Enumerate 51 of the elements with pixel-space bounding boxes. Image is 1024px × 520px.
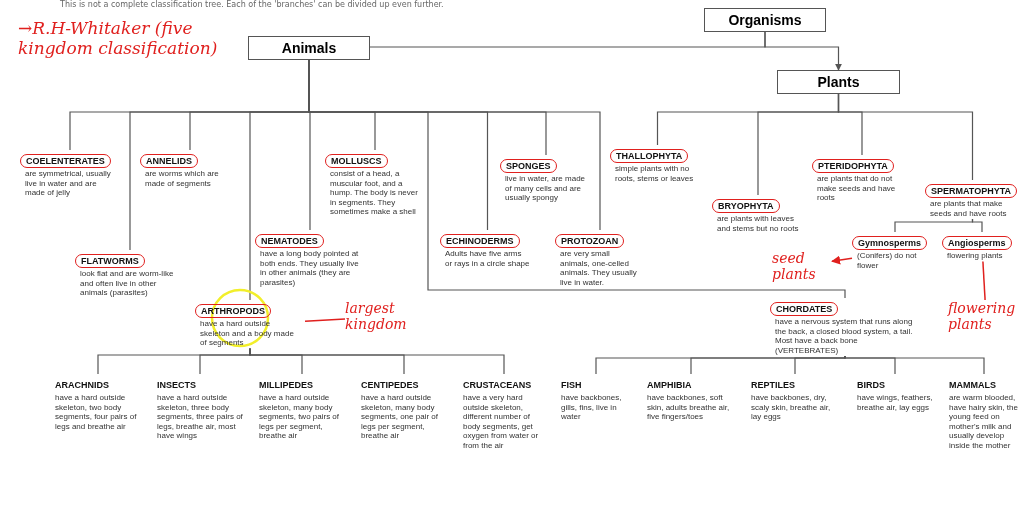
group-description: have wings, feathers, breathe air, lay eggs bbox=[856, 392, 934, 413]
category-box: Animals bbox=[248, 36, 370, 60]
group-name: REPTILES bbox=[750, 379, 796, 391]
group-description: have backbones, gills, fins, live in water bbox=[560, 392, 623, 423]
group-name: CRUSTACEANS bbox=[462, 379, 533, 391]
group-description: are warm blooded, have hairy skin, the young feed on mother's milk and usually develop inside the mother bbox=[948, 392, 1019, 451]
handwritten-note: largest kingdom bbox=[345, 300, 460, 332]
group-description: have a hard outside skeleton, many body segments, two pairs of legs per segment, breathe air bbox=[258, 392, 341, 442]
tree-connector bbox=[971, 218, 983, 233]
tree-connector bbox=[764, 31, 843, 71]
group-description: have backbones, soft skin, adults breathe air, five fingers/toes bbox=[646, 392, 731, 423]
tree-connector bbox=[894, 218, 974, 233]
handwritten-note: seed plants bbox=[772, 250, 832, 282]
group-description: are plants with leaves and stems but no roots bbox=[716, 213, 800, 234]
group-name: MAMMALS bbox=[948, 379, 997, 391]
group-description: look flat and are worm-like and often live in other animals (parasites) bbox=[79, 268, 175, 299]
group-name: BIRDS bbox=[856, 379, 886, 391]
group-description: Adults have five arms or rays in a circle shape bbox=[444, 248, 531, 269]
group-description: are plants that do not make seeds and have roots bbox=[816, 173, 897, 204]
pointer-line bbox=[831, 255, 853, 265]
group-description: have a hard outside skeleton, three body segments, three pairs of legs, breathe air, most have wings bbox=[156, 392, 244, 442]
category-box: Organisms bbox=[704, 8, 826, 32]
group-description: flowering plants bbox=[946, 250, 1004, 262]
group-description: have a hard outside skeleton, two body segments, four pairs of legs and breathe air bbox=[54, 392, 138, 432]
handwritten-note: flowering plants bbox=[948, 300, 1024, 332]
group-name: AMPHIBIA bbox=[646, 379, 693, 391]
group-description: have a hard outside skeleton, many body segments, one pair of legs per segment, breathe air bbox=[360, 392, 439, 442]
group-description: consist of a head, a muscular foot, and a hump. The body is never in segments. They sometimes make a shell bbox=[329, 168, 419, 218]
tree-connector bbox=[844, 355, 985, 375]
tree-connector bbox=[249, 347, 505, 375]
handwritten-note: →R.H-Whitaker (five kingdom classification) bbox=[18, 18, 219, 58]
group-name: CENTIPEDES bbox=[360, 379, 420, 391]
group-name: FISH bbox=[560, 379, 583, 391]
group-description: have a long body pointed at both ends. They usually live in other animals (they are parasites) bbox=[259, 248, 360, 288]
group-description: are very small animals, one-celled animals. They usually live in water. bbox=[559, 248, 638, 288]
group-description: are worms which are made of segments bbox=[144, 168, 220, 189]
group-description: have backbones, dry, scaly skin, breathe air, lay eggs bbox=[750, 392, 832, 423]
tree-connector bbox=[794, 355, 846, 375]
group-description: have a nervous system that runs along the back, a closed blood system, a tail. Most have a back bone (VERTEBRATES) bbox=[774, 316, 914, 356]
group-description: simple plants with no roots, stems or leaves bbox=[614, 163, 695, 184]
group-description: have a very hard outside skeleton, different number of body segments, get oxygen from water or from the air bbox=[462, 392, 540, 451]
group-description: (Conifers) do not flower bbox=[856, 250, 918, 271]
group-name: INSECTS bbox=[156, 379, 197, 391]
group-name: MILLIPEDES bbox=[258, 379, 314, 391]
tree-connector bbox=[837, 93, 974, 181]
category-box: Plants bbox=[777, 70, 900, 94]
group-description: live in water, are made of many cells and are usually spongy bbox=[504, 173, 587, 204]
intro-note: This is not a complete classification tree. Each of the 'branches' can be divided up even further. bbox=[60, 0, 445, 9]
group-description: are plants that make seeds and have roots bbox=[929, 198, 1008, 219]
group-description: are symmetrical, usually live in water and are made of jelly bbox=[24, 168, 112, 199]
group-name: ARACHNIDS bbox=[54, 379, 110, 391]
